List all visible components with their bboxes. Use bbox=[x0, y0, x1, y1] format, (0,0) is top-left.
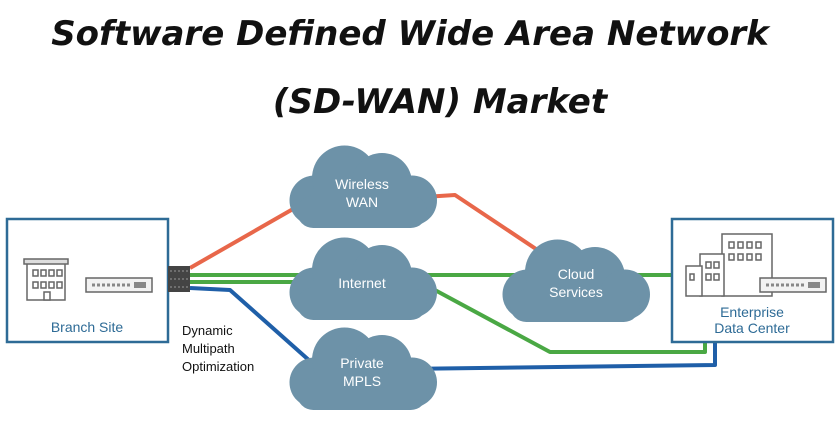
enterprise-data-center: Enterprise Data Center bbox=[670, 217, 835, 344]
wireless-wan-cloud: Wireless WAN bbox=[289, 145, 437, 228]
annotation-line-3: Optimization bbox=[182, 359, 254, 374]
cloud-services-label-2: Services bbox=[549, 284, 603, 300]
internet-label: Internet bbox=[338, 275, 386, 291]
private-mpls-cloud: Private MPLS bbox=[289, 327, 437, 410]
enterprise-label-2: Data Center bbox=[714, 320, 790, 336]
mpls-label-1: Private bbox=[340, 355, 384, 371]
internet-cloud: Internet bbox=[289, 237, 437, 320]
cloud-services-cloud: Cloud Services bbox=[502, 239, 650, 322]
cloud-services-label-1: Cloud bbox=[558, 266, 595, 282]
branch-site-label: Branch Site bbox=[51, 319, 124, 335]
mpls-label-2: MPLS bbox=[343, 373, 381, 389]
wireless-label-1: Wireless bbox=[335, 176, 389, 192]
optimization-annotation: Dynamic Multipath Optimization bbox=[182, 323, 254, 374]
annotation-line-1: Dynamic bbox=[182, 323, 233, 338]
building-icon bbox=[23, 258, 69, 301]
title-line-2: (SD-WAN) Market bbox=[272, 82, 608, 122]
annotation-line-2: Multipath bbox=[182, 341, 235, 356]
router-icon bbox=[85, 277, 153, 293]
enterprise-label-1: Enterprise bbox=[720, 304, 784, 320]
wireless-label-2: WAN bbox=[346, 194, 378, 210]
title-line-1: Software Defined Wide Area Network bbox=[51, 14, 769, 54]
multipath-connector bbox=[168, 266, 190, 292]
branch-site: Branch Site bbox=[5, 217, 170, 344]
datacenter-router-icon bbox=[759, 277, 827, 293]
